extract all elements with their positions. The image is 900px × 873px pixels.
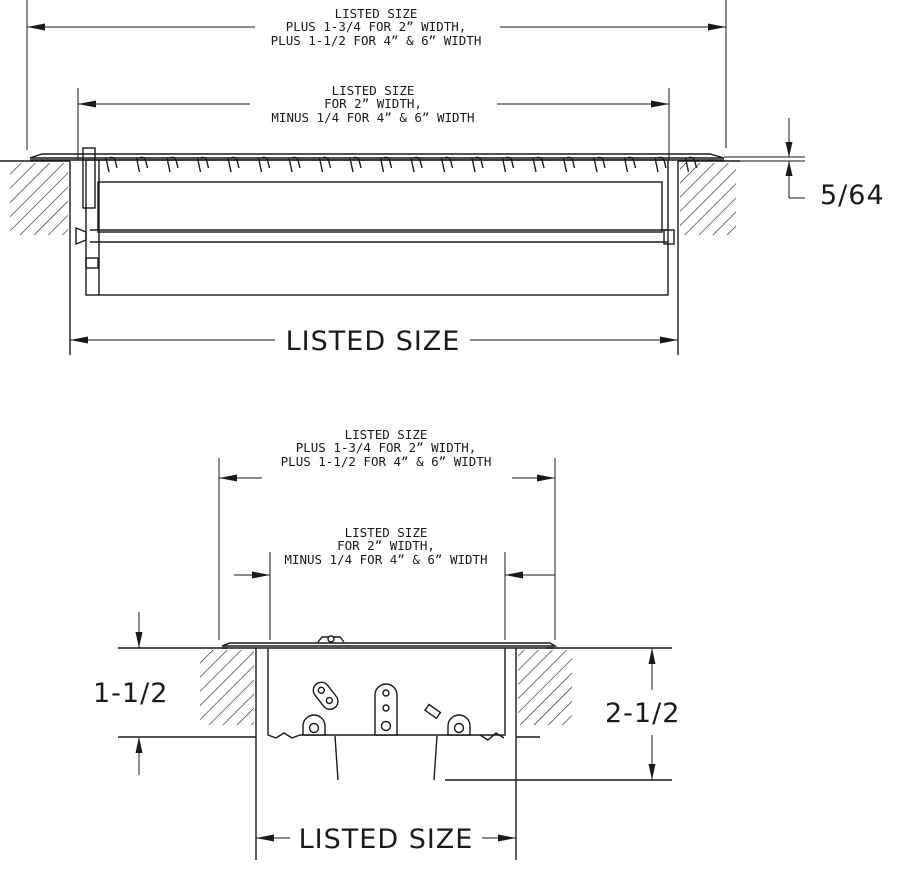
top-inner-dim-line-3: MINUS 1/4 FOR 4” & 6” WIDTH xyxy=(271,110,474,125)
register-body xyxy=(75,147,675,296)
top-inner-dim-line-1: LISTED SIZE xyxy=(332,83,415,98)
side-outer-dim-line-1: LISTED SIZE xyxy=(345,427,428,442)
side-inner-dim-line-3: MINUS 1/4 FOR 4” & 6” WIDTH xyxy=(284,552,487,567)
right-height-label: 2-1/2 xyxy=(605,698,680,729)
side-inner-dim-line-2: FOR 2” WIDTH, xyxy=(337,538,435,553)
side-view: LISTED SIZE PLUS 1-3/4 FOR 2” WIDTH, PLU… xyxy=(93,427,680,860)
top-outer-dim-line-2: PLUS 1-3/4 FOR 2” WIDTH, xyxy=(286,19,467,34)
side-outer-dimension: LISTED SIZE PLUS 1-3/4 FOR 2” WIDTH, PLU… xyxy=(218,427,556,640)
top-inner-dimension: LISTED SIZE FOR 2” WIDTH, MINUS 1/4 FOR … xyxy=(77,83,670,160)
top-outer-dim-line-3: PLUS 1-1/2 FOR 4” & 6” WIDTH xyxy=(271,33,482,48)
top-outer-dim-line-1: LISTED SIZE xyxy=(335,6,418,21)
top-view: LISTED SIZE PLUS 1-3/4 FOR 2” WIDTH, PLU… xyxy=(0,0,885,357)
side-bottom-dimension: LISTED SIZE xyxy=(256,824,516,855)
side-listed-size-label: LISTED SIZE xyxy=(299,824,474,855)
left-height-label: 1-1/2 xyxy=(93,678,168,709)
side-flange xyxy=(221,635,558,649)
top-inner-dim-line-2: FOR 2” WIDTH, xyxy=(324,96,422,111)
top-bottom-dimension: LISTED SIZE xyxy=(70,326,678,357)
floor-section-top xyxy=(0,160,740,355)
damper-linkage xyxy=(302,681,471,736)
right-height-dimension: 2-1/2 xyxy=(605,648,680,780)
left-height-dimension: 1-1/2 xyxy=(93,612,168,775)
side-inner-dimension: LISTED SIZE FOR 2” WIDTH, MINUS 1/4 FOR … xyxy=(234,525,555,640)
side-outer-dim-line-3: PLUS 1-1/2 FOR 4” & 6” WIDTH xyxy=(281,454,492,469)
flange-thickness-callout: 5/64 xyxy=(785,118,885,211)
floor-section-side xyxy=(118,647,672,860)
louver-blade xyxy=(684,156,698,173)
top-outer-dimension: LISTED SIZE PLUS 1-3/4 FOR 2” WIDTH, PLU… xyxy=(26,0,727,150)
side-outer-dim-line-2: PLUS 1-3/4 FOR 2” WIDTH, xyxy=(296,440,477,455)
top-listed-size-label: LISTED SIZE xyxy=(286,326,461,357)
flange-thickness-label: 5/64 xyxy=(820,180,885,211)
side-inner-dim-line-1: LISTED SIZE xyxy=(345,525,428,540)
louvers xyxy=(105,156,698,173)
side-box-body xyxy=(267,648,506,781)
